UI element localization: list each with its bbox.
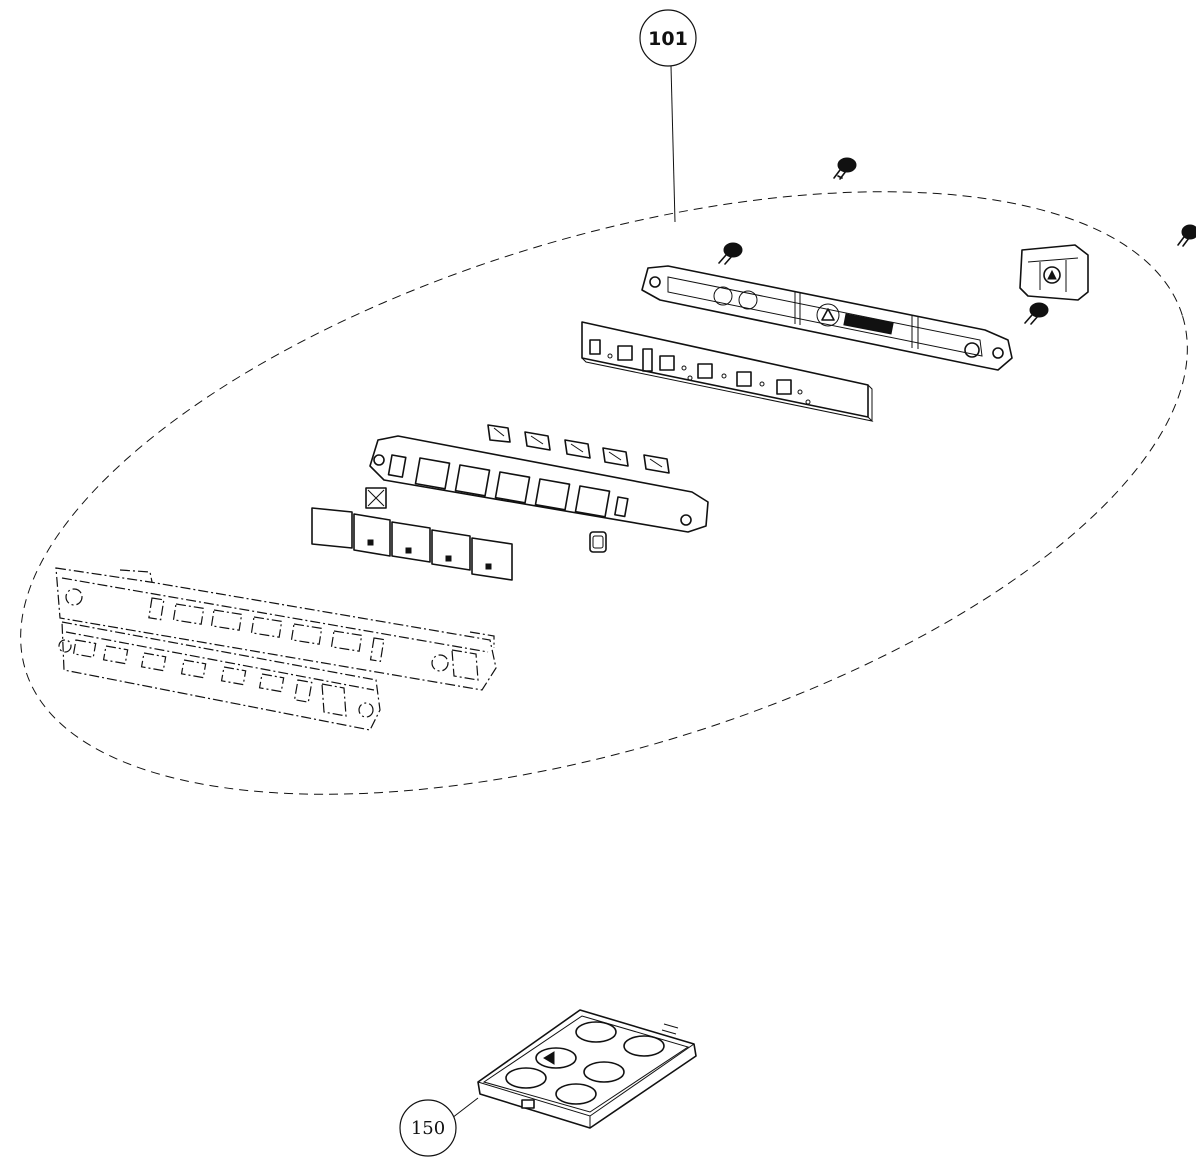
callout-150-leader	[451, 1097, 479, 1119]
callout-101: 101	[639, 9, 697, 223]
button-keys	[311, 507, 513, 581]
screw-far-right	[1177, 224, 1196, 247]
clip-bracket	[1019, 244, 1089, 301]
square-cap	[365, 487, 387, 509]
callout-101-number: 101	[648, 28, 688, 50]
callout-150-circle	[399, 1099, 457, 1157]
led-lens	[589, 531, 607, 553]
button-frame	[369, 435, 709, 533]
front-trim-upper	[55, 567, 497, 691]
screw-top	[833, 157, 857, 180]
remote-control	[477, 1009, 697, 1129]
screw-left	[718, 242, 743, 265]
actuator-row	[487, 424, 670, 474]
front-trim-lower	[58, 621, 381, 731]
screw-right	[1024, 302, 1049, 325]
callout-101-circle	[639, 9, 697, 67]
pcb-board	[581, 321, 874, 422]
callout-101-leader	[670, 65, 676, 223]
callout-150: 150	[399, 1097, 479, 1157]
rear-housing	[641, 265, 1013, 371]
callout-150-number: 150	[411, 1118, 445, 1139]
